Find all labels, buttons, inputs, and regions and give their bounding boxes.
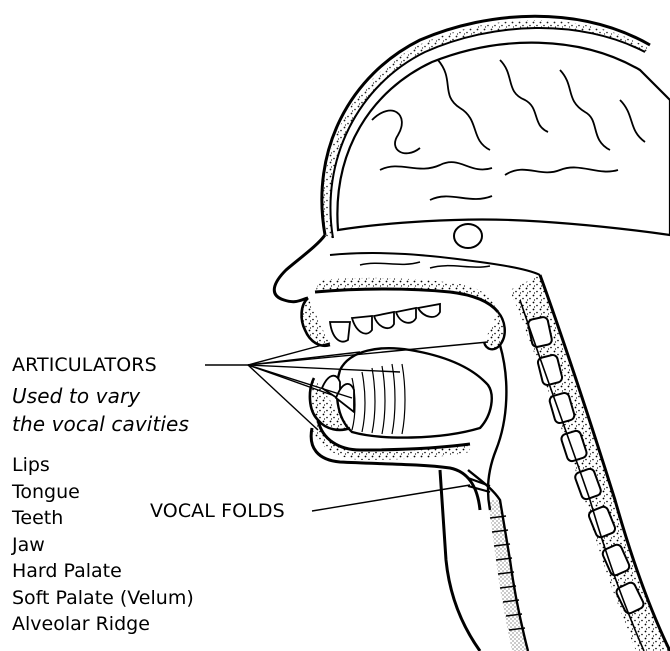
list-item: Alveolar Ridge [12,611,194,638]
list-item: Hard Palate [12,558,194,585]
articulators-description-line-1: Used to vary [12,384,140,408]
tongue [337,348,492,437]
articulators-description-line-2: the vocal cavities [12,412,189,436]
skull-inner-wall [330,28,645,238]
list-item: Jaw [12,532,194,559]
brain-folds [372,60,645,200]
list-item: Teeth [12,505,194,532]
vocal-folds-leader-line [312,485,470,511]
pharynx-wall [488,345,506,510]
articulator-list: Lips Tongue Teeth Jaw Hard Palate Soft P… [12,452,194,638]
upper-lip [302,298,330,346]
list-item: Soft Palate (Velum) [12,585,194,612]
list-item: Tongue [12,479,194,506]
upper-teeth [330,304,440,342]
skull-outline [322,16,650,235]
soft-palate [484,312,505,349]
articulators-label: ARTICULATORS [12,354,157,376]
sphenoid-sinus [454,224,482,248]
list-item: Lips [12,452,194,479]
neck-front [440,470,480,651]
